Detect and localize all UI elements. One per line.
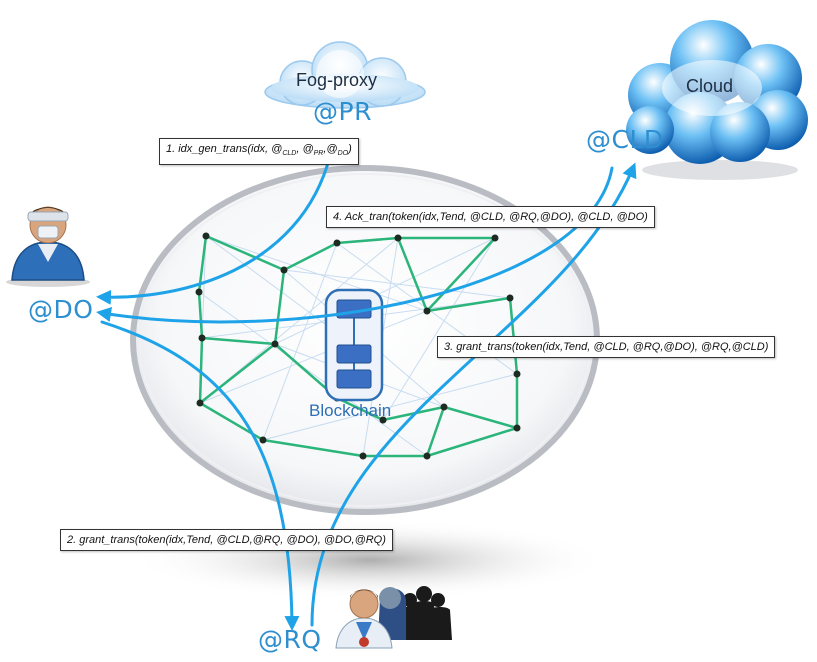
tx1-mid2: ,@	[323, 143, 338, 155]
cloud-label: Cloud	[686, 76, 734, 96]
requester-address: @RQ	[258, 625, 322, 654]
tx1-sub-cld: CLD	[282, 150, 297, 158]
arrow-idx-gen-trans	[96, 154, 332, 305]
tx1-prefix: 1. idx_gen_trans(idx, @	[166, 143, 283, 155]
blockchain-label: Blockchain	[309, 401, 392, 420]
doctor-user-icon	[6, 206, 90, 287]
cloud-icon	[626, 20, 808, 180]
fog-proxy-address: @PR	[313, 97, 372, 126]
tx1-sub-pr: PR	[313, 150, 324, 158]
fog-proxy-cloud-icon	[264, 41, 426, 109]
transaction-box-2: 2. grant_trans(token(idx,Tend, @CLD,@RQ,…	[60, 529, 393, 551]
requester-group-icon	[335, 586, 452, 649]
tx1-mid1: , @	[296, 143, 314, 155]
tx1-sub-do: DO	[337, 150, 349, 158]
fog-proxy-label: Fog-proxy	[296, 70, 378, 90]
transaction-box-4: 4. Ack_tran(token(idx,Tend, @CLD, @RQ,@D…	[326, 206, 655, 228]
cloud-address: @CLD	[586, 125, 664, 154]
transaction-box-1: 1. idx_gen_trans(idx, @CLD, @PR,@DO)	[159, 138, 359, 166]
arrow-grant-trans-do-rq	[100, 320, 300, 631]
data-owner-address: @DO	[28, 295, 94, 324]
blockchain-icon	[324, 288, 384, 402]
transaction-box-3: 3. grant_trans(token(idx,Tend, @CLD, @RQ…	[437, 336, 776, 358]
tx1-suffix: )	[348, 143, 352, 155]
